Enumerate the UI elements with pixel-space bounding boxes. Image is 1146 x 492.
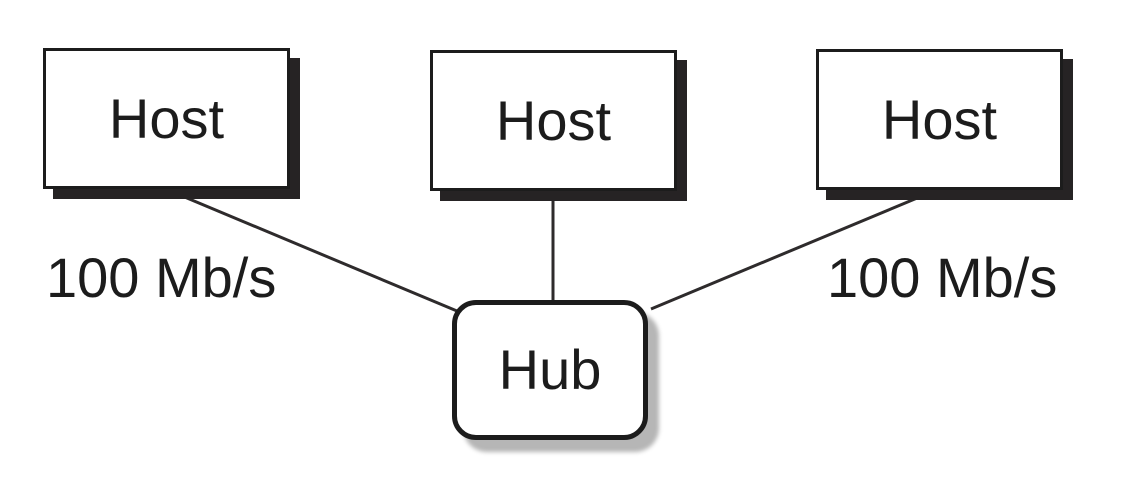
node-host-right: Host: [816, 49, 1063, 190]
node-host-middle-label: Host: [495, 88, 612, 152]
node-host-middle: Host: [430, 50, 677, 191]
node-hub: Hub: [452, 300, 648, 440]
node-host-left-label: Host: [108, 86, 225, 150]
edge-line-host-left-to-hub: [174, 191, 458, 313]
node-hub-label: Hub: [498, 338, 602, 401]
node-host-left: Host: [43, 48, 290, 189]
edge-label-right-speed: 100 Mb/s: [827, 246, 1058, 309]
node-host-right-label: Host: [881, 87, 998, 151]
edge-label-left-speed: 100 Mb/s: [46, 246, 277, 309]
edge-line-host-right-to-hub: [650, 194, 923, 311]
